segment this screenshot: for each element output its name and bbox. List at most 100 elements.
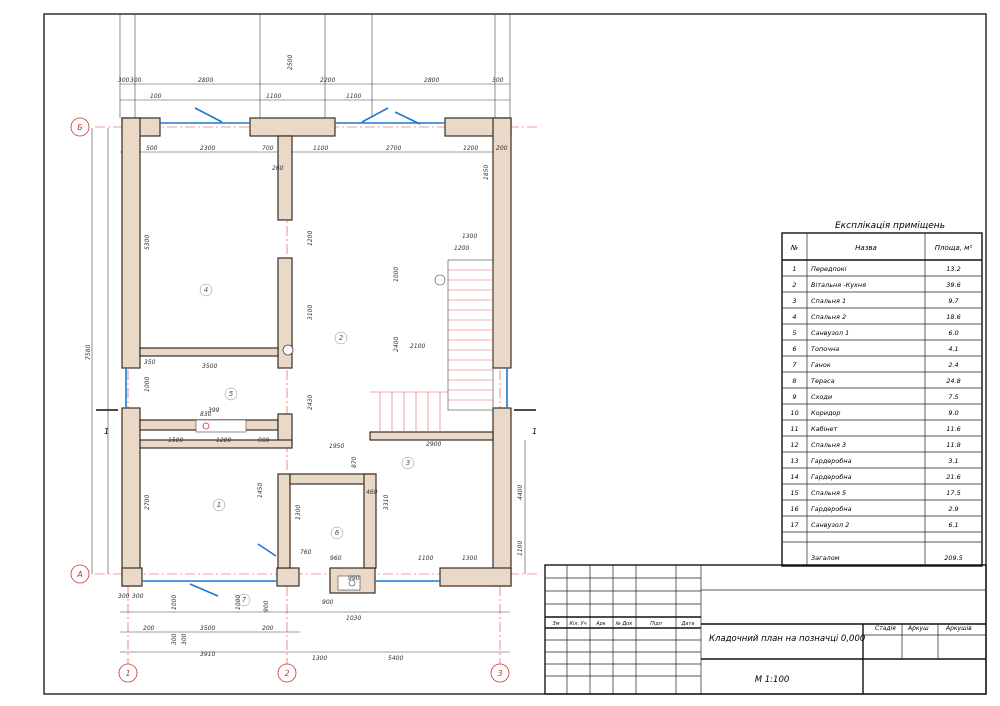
svg-text:1450: 1450 (257, 483, 264, 498)
stage-header: Стадія (875, 625, 896, 632)
svg-text:3100: 3100 (307, 305, 314, 320)
svg-text:4400: 4400 (517, 485, 524, 500)
explication-row-name: Спальня 2 (811, 313, 846, 321)
svg-text:3910: 3910 (200, 651, 215, 658)
svg-text:300: 300 (171, 633, 178, 645)
room-tag-7: 7 (242, 596, 247, 604)
explication-row-name: Спальня 3 (811, 441, 846, 449)
svg-text:2900: 2900 (426, 441, 441, 448)
svg-text:1950: 1950 (329, 443, 344, 450)
outer-walls (121, 117, 512, 594)
svg-text:2430: 2430 (307, 395, 314, 410)
axis-bubble-1: 1 (118, 663, 138, 683)
explication-title: Експлікація приміщень (835, 221, 945, 231)
svg-text:1100: 1100 (418, 555, 433, 562)
explication-row-area: 4.1 (948, 345, 958, 353)
explication-row-name: Спальня 5 (811, 489, 846, 497)
room-tag-6: 6 (335, 529, 340, 537)
svg-text:1000: 1000 (393, 267, 400, 282)
explication-row-area: 11.6 (946, 425, 960, 433)
explication-row-area: 21.6 (946, 473, 960, 481)
axis-bubble-2: 2 (277, 663, 297, 683)
explication-row-num: 3 (792, 297, 796, 305)
explication-total-area: 209.5 (944, 554, 963, 562)
svg-text:500: 500 (146, 145, 158, 152)
explication-row-area: 2.9 (948, 505, 958, 513)
explication-row-name: Гардеробна (811, 473, 852, 481)
svg-text:2300: 2300 (200, 145, 215, 152)
explication-row-num: 6 (792, 345, 796, 353)
svg-text:1100: 1100 (313, 145, 328, 152)
title-block-col-header: Підп (650, 621, 663, 627)
svg-text:5300: 5300 (144, 235, 151, 250)
svg-text:1000: 1000 (235, 595, 242, 610)
explication-header-name: Назва (855, 244, 877, 252)
room-tag-5: 5 (229, 390, 234, 398)
explication-row-name: Кабінет (811, 425, 838, 433)
svg-text:1300: 1300 (462, 555, 477, 562)
windows (125, 107, 508, 597)
explication-row-num: 4 (792, 313, 796, 321)
title-block-col-header: Арк (595, 621, 606, 627)
svg-text:870: 870 (351, 456, 358, 468)
svg-text:300: 300 (181, 633, 188, 645)
svg-text:200: 200 (496, 145, 508, 152)
explication-row-num: 8 (792, 377, 796, 385)
svg-text:3500: 3500 (200, 625, 215, 632)
svg-text:Б: Б (77, 123, 83, 132)
svg-text:1: 1 (125, 669, 130, 678)
explication-row-area: 2.4 (948, 361, 958, 369)
explication-row-name: Ганок (811, 361, 831, 369)
svg-text:1000: 1000 (171, 595, 178, 610)
explication-row-area: 9.0 (948, 409, 958, 417)
title-block-col-header: Кіл. Уч (569, 621, 586, 627)
dimensions-right: 1850 4400 1100 (483, 165, 524, 556)
bathroom-fixtures (195, 344, 361, 591)
explication-row-name: Гардеробна (811, 457, 852, 465)
svg-text:2200: 2200 (320, 77, 335, 84)
svg-text:1850: 1850 (483, 165, 490, 180)
section-mark-right: 1 (514, 409, 537, 436)
svg-text:300: 300 (118, 77, 130, 84)
svg-text:1030: 1030 (346, 615, 361, 622)
svg-text:700: 700 (262, 145, 274, 152)
dimensions-bottom: 300 300 1000 1000 900 900 1030 200 3500 … (118, 593, 403, 662)
drawing-title: Кладочний план на позначці 0,000 (709, 634, 865, 644)
explication-row-num: 12 (790, 441, 798, 449)
explication-header-num: № (790, 244, 798, 252)
svg-text:2700: 2700 (386, 145, 401, 152)
svg-text:760: 760 (300, 549, 312, 556)
svg-text:960: 960 (330, 555, 342, 562)
explication-grid (782, 233, 982, 566)
svg-text:100: 100 (150, 93, 162, 100)
svg-text:2100: 2100 (410, 343, 425, 350)
explication-row-name: Топочна (811, 345, 839, 353)
title-block-col-header: № Док (615, 621, 633, 627)
dimensions-left: 7580 5300 1000 2700 (85, 235, 151, 510)
explication-row: 12 Спальня 3 11.8 (790, 441, 960, 449)
svg-text:1000: 1000 (144, 377, 151, 392)
svg-text:1200: 1200 (216, 437, 231, 444)
svg-text:1300: 1300 (312, 655, 327, 662)
explication-row-area: 39.6 (946, 281, 960, 289)
explication-row-num: 14 (790, 473, 798, 481)
svg-text:260: 260 (272, 165, 284, 172)
svg-text:300: 300 (132, 593, 144, 600)
staircase (370, 259, 494, 432)
explication-row-area: 11.8 (946, 441, 960, 449)
svg-text:350: 350 (144, 359, 156, 366)
explication-row-area: 13.2 (946, 265, 960, 273)
explication-row-name: Тераса (811, 377, 835, 385)
sheets-header: Аркушів (945, 625, 972, 632)
explication-row-num: 16 (790, 505, 798, 513)
top-extension-lines (91, 14, 526, 653)
svg-text:1100: 1100 (517, 541, 524, 556)
explication-row-num: 17 (790, 521, 799, 529)
